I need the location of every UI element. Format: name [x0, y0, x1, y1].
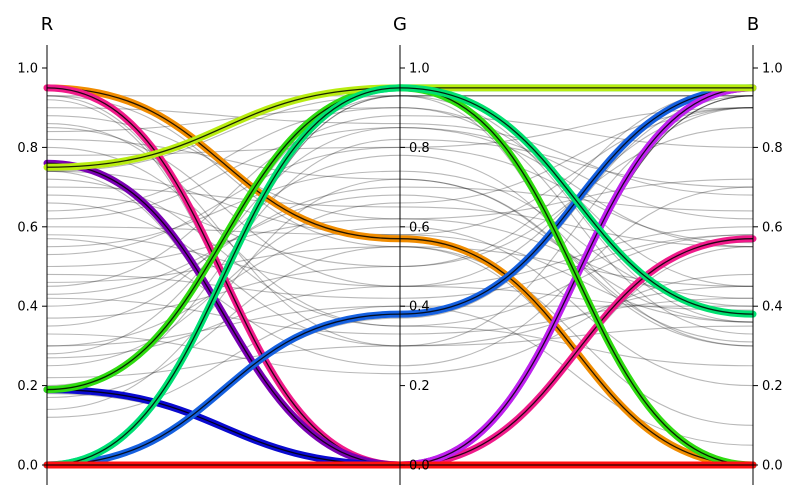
background-series-line — [46, 126, 754, 355]
background-series-line — [46, 138, 754, 347]
tick-label: 0.8 — [409, 141, 430, 156]
tick-label: 0.0 — [409, 459, 430, 474]
highlighted-series-core — [46, 87, 754, 466]
tick-label: 0.0 — [17, 459, 38, 474]
tick-label: 0.6 — [762, 220, 783, 235]
axis-R: R 0.0 0.2 0.4 0.6 0.8 1.0 — [17, 14, 53, 485]
background-series-line — [46, 186, 754, 307]
background-series-line — [46, 107, 754, 287]
tick-label: 0.2 — [17, 379, 38, 394]
tick-label: 0.0 — [762, 459, 783, 474]
axis-title: B — [747, 14, 759, 35]
background-series-line — [46, 127, 754, 287]
tick-label: 1.0 — [17, 62, 38, 77]
background-series-line — [46, 115, 754, 287]
highlighted-series-core — [46, 87, 754, 466]
highlighted-series-core — [46, 87, 754, 466]
tick-label: 0.8 — [762, 141, 783, 156]
highlighted-series — [43, 84, 757, 469]
axis-B: B 0.0 0.2 0.4 0.6 0.8 1.0 — [747, 14, 783, 485]
tick-label: 0.8 — [17, 141, 38, 156]
background-series-line — [46, 273, 754, 375]
tick-label: 0.2 — [762, 379, 783, 394]
tick-label: 1.0 — [409, 62, 430, 77]
background-series-line — [46, 95, 753, 172]
highlighted-series — [43, 84, 757, 469]
axis-title: R — [41, 14, 54, 35]
tick-label: 0.6 — [409, 220, 430, 235]
axis-G: G 0.0 0.2 0.4 0.6 0.8 1.0 — [393, 14, 430, 485]
axis-title: G — [393, 14, 407, 35]
tick-label: 0.4 — [17, 300, 38, 315]
tick-label: 0.4 — [762, 300, 783, 315]
tick-label: 0.6 — [17, 220, 38, 235]
tick-label: 1.0 — [762, 62, 783, 77]
background-series-line — [46, 127, 754, 268]
background-series-line — [46, 138, 754, 387]
tick-label: 0.2 — [409, 379, 430, 394]
tick-label: 0.4 — [409, 300, 430, 315]
background-series-line — [46, 186, 754, 367]
axes-group: R 0.0 0.2 0.4 0.6 0.8 1.0 G 0.0 0.2 0.4 0.6 0.8 1.0 B 0… — [17, 14, 783, 485]
highlighted-series — [43, 84, 757, 469]
background-series-line — [46, 170, 754, 307]
